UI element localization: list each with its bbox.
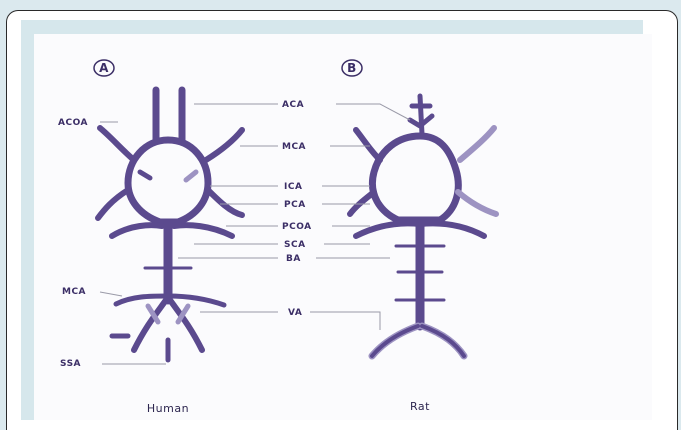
human-branch-left — [98, 190, 128, 218]
human-circle-of-willis — [128, 140, 208, 222]
human-ica-left-stub — [140, 172, 150, 178]
label-pcoa: PCOA — [282, 222, 312, 232]
label-mca-left: MCA — [62, 287, 86, 297]
human-va-inner — [148, 306, 188, 322]
human-sca-right — [168, 296, 224, 305]
label-va: VA — [288, 308, 302, 318]
human-branch-right — [208, 190, 242, 215]
rat-branch-right — [458, 192, 496, 214]
caption-rat: Rat — [410, 400, 430, 413]
label-ica: ICA — [284, 182, 302, 192]
label-ba: BA — [286, 254, 301, 264]
rat-va — [372, 326, 464, 356]
label-acoa: ACOA — [58, 118, 88, 128]
label-mca: MCA — [282, 142, 306, 152]
label-ssa: SSA — [60, 359, 81, 369]
panel-marker-b: B — [342, 60, 362, 76]
rat-mca-right — [460, 128, 494, 160]
human-vasculature — [98, 90, 242, 360]
label-aca: ACA — [282, 100, 304, 110]
human-acoa-branch — [100, 128, 134, 160]
rat-vasculature — [350, 96, 496, 356]
rat-branch-left — [350, 192, 374, 214]
rat-circle-of-willis — [372, 136, 458, 220]
circle-of-willis-diagram: A B ACOA MCA SSA ACA MCA ICA PCA PCOA SC… — [0, 0, 681, 420]
human-mca-upper-right — [206, 130, 242, 160]
rat-mca-left — [356, 130, 380, 160]
human-ica-right-stub — [186, 172, 196, 180]
leader-mca-left — [100, 292, 122, 296]
rat-aca — [410, 96, 432, 134]
panel-label-a: A — [99, 61, 109, 75]
label-sca: SCA — [284, 240, 306, 250]
caption-human: Human — [147, 402, 189, 415]
panel-label-b: B — [347, 61, 357, 75]
label-pca: PCA — [284, 200, 306, 210]
human-sca-left — [116, 296, 168, 304]
panel-marker-a: A — [94, 60, 114, 76]
